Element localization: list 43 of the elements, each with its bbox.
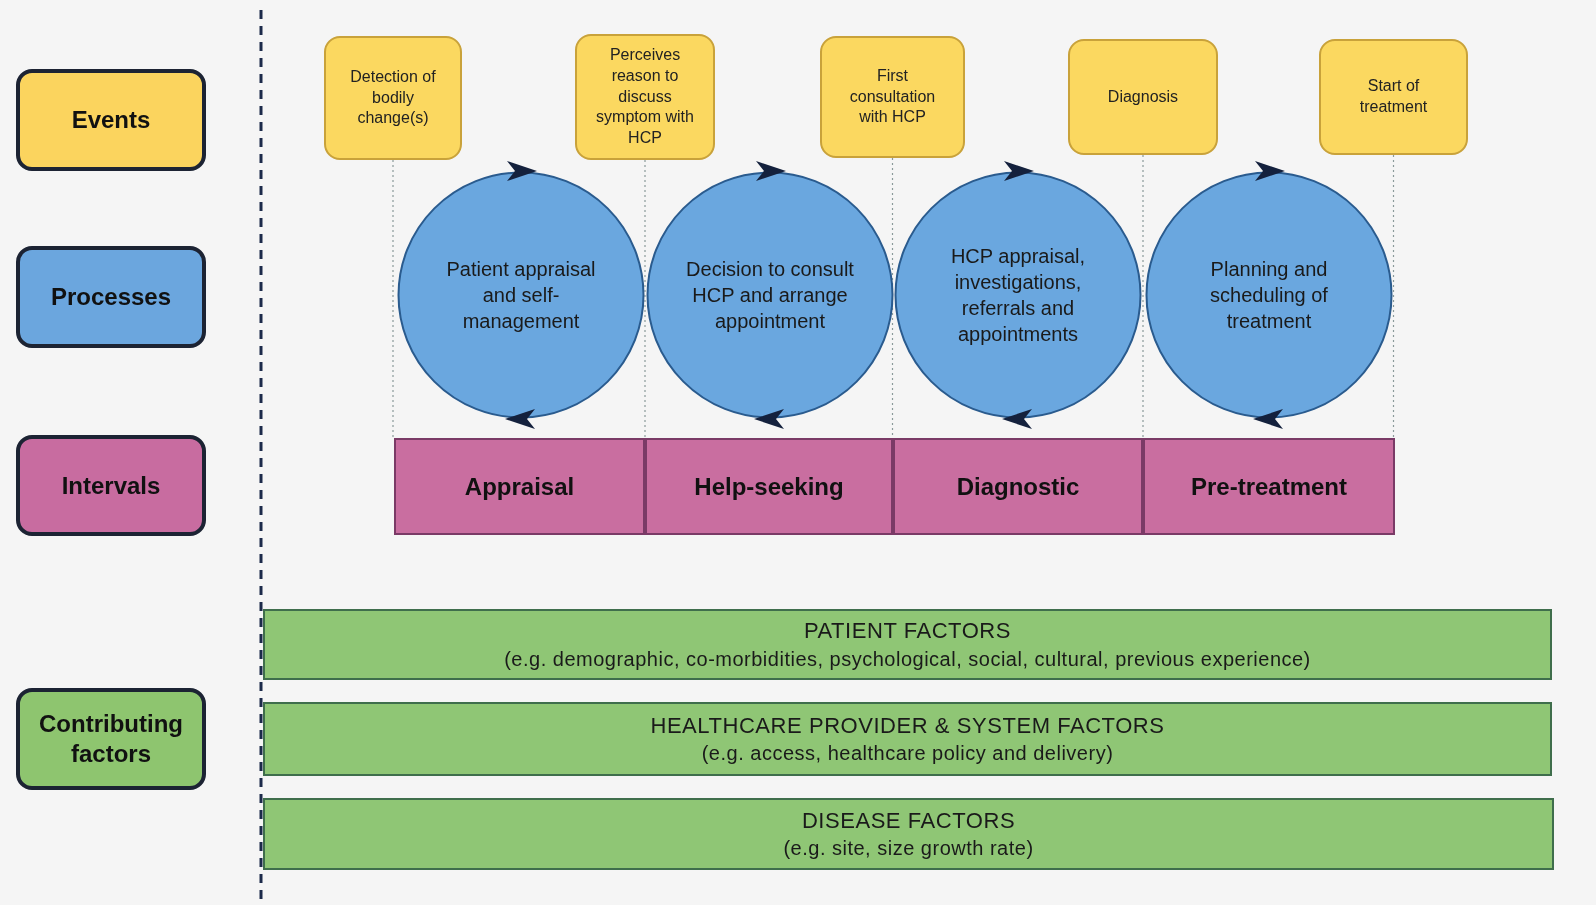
node-text: Detection of bodily change(s) <box>349 66 437 129</box>
interval-cell <box>645 438 893 535</box>
node-text: Intervals <box>60 470 162 501</box>
node-text: Diagnosis <box>1107 86 1179 107</box>
event-box <box>1068 39 1218 155</box>
node-text: HEALTHCARE PROVIDER & SYSTEM FACTORS <box>650 711 1165 740</box>
factor-bar <box>263 609 1552 680</box>
node-text: Events <box>70 105 152 135</box>
node-text: Contributing factors <box>38 709 184 769</box>
node-text: HCP appraisal, investigations, referrals and appointments <box>949 244 1087 347</box>
node-text: Processes <box>49 282 173 312</box>
guide-line <box>392 159 394 439</box>
interval-cell <box>394 438 645 535</box>
node-text: Planning and scheduling of treatment <box>1209 257 1329 334</box>
node-text: Perceives reason to discuss symptom with HCP <box>595 45 695 149</box>
interval-cell <box>893 438 1143 535</box>
guide-line <box>644 159 646 439</box>
node-text: (e.g. access, healthcare policy and delivery) <box>701 741 1114 767</box>
node-text: Decision to consult HCP and arrange appointment <box>685 257 855 334</box>
factor-bar <box>263 798 1554 870</box>
event-box <box>1319 39 1468 155</box>
category-box <box>16 688 206 790</box>
category-box <box>16 435 206 536</box>
guide-line <box>1392 154 1395 439</box>
node-text: Start of treatment <box>1358 76 1429 117</box>
node-text: (e.g. site, size growth rate) <box>783 836 1034 862</box>
event-box <box>820 36 965 158</box>
node-text: Pre-treatment <box>1190 471 1347 502</box>
guide-line <box>1142 154 1144 439</box>
node-text: (e.g. demographic, co-morbidities, psychological, social, cultural, previous experience) <box>504 646 1311 672</box>
node-text: Patient appraisal and self-management <box>445 257 597 334</box>
event-box <box>324 36 462 160</box>
node-text: Help-seeking <box>694 471 844 502</box>
category-box <box>16 69 206 171</box>
category-box <box>16 246 206 348</box>
node-text: Appraisal <box>464 471 575 502</box>
node-text: First consultation with HCP <box>848 65 937 128</box>
node-text: PATIENT FACTORS <box>803 617 1012 646</box>
factor-bar <box>263 702 1552 776</box>
node-text: Diagnostic <box>956 471 1080 502</box>
interval-cell <box>1143 438 1395 535</box>
node-text: DISEASE FACTORS <box>801 806 1016 835</box>
event-box <box>575 34 715 160</box>
